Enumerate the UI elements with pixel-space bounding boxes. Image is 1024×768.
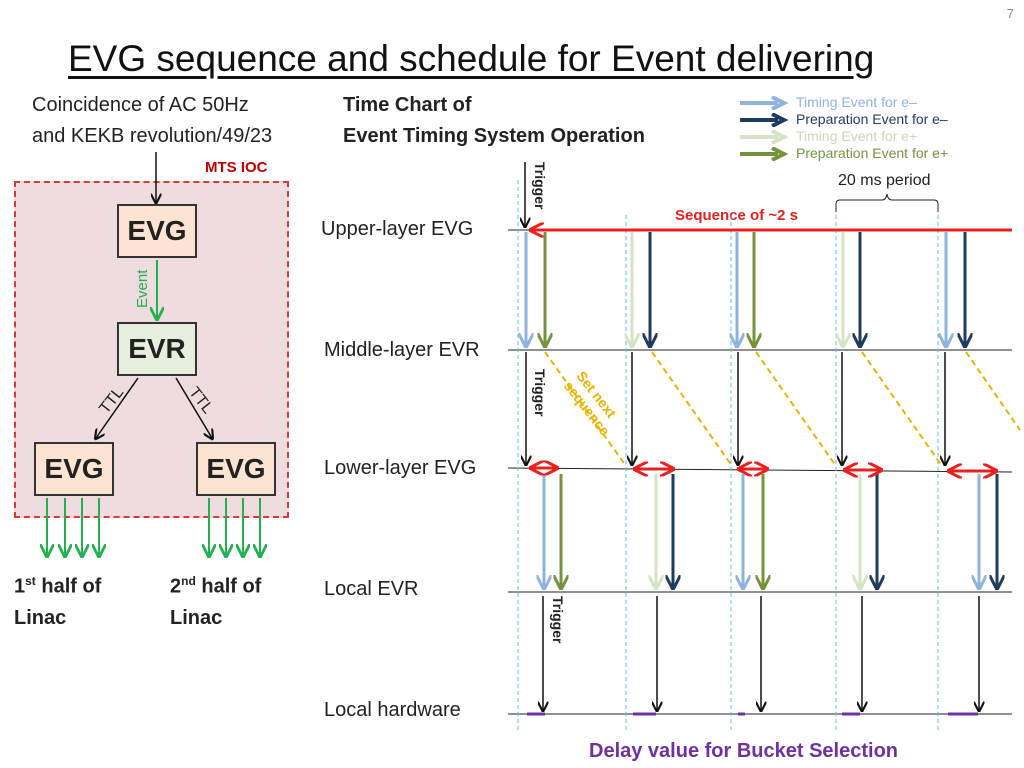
sequence-label: Sequence of ~2 s [675,207,798,224]
layer-label-local-hardware: Local hardware [324,699,461,721]
layer-label-upper-evg: Upper-layer EVG [321,218,474,240]
hierarchy-arrows [47,152,260,555]
legend-item: Timing Event for e+ [738,128,948,145]
legend-label: Preparation Event for e– [796,111,948,127]
legend-label: Timing Event for e+ [796,128,918,144]
layer-label-lower-evg: Lower-layer EVG [324,457,477,479]
left-evg-node: EVG [34,442,114,496]
slide-title: EVG sequence and schedule for Event deli… [68,38,875,79]
legend-arrow-icon [740,112,788,127]
period-bracket [835,193,939,212]
subtitle-left-line2: and KEKB revolution/49/23 [32,125,273,147]
legend-item: Preparation Event for e+ [738,145,948,162]
legend-item: Timing Event for e– [738,94,948,111]
subtitle-right-line1: Time Chart of [343,94,472,116]
legend-arrow-icon [740,146,788,161]
legend-arrow-icon [740,129,788,144]
evr-node: EVR [117,322,197,376]
right-linac-caption: 2nd half of Linac [170,574,262,629]
subtitle-left-line1: Coincidence of AC 50Hz [32,94,249,116]
legend-label: Timing Event for e– [796,94,917,110]
legend: Timing Event for e– Preparation Event fo… [738,94,948,162]
left-linac-caption: 1st half of Linac [14,574,102,629]
page-number: 7 [1006,6,1014,21]
subtitle-left: Coincidence of AC 50Hz and KEKB revoluti… [32,90,272,152]
period-label: 20 ms period [838,172,931,189]
right-evg-node: EVG [196,442,276,496]
trigger-arrows [525,162,979,710]
legend-label: Preparation Event for e+ [796,145,949,161]
legend-arrow-icon [740,95,788,110]
upper-event-arrows [526,232,965,345]
layer-lines [507,229,1013,715]
lower-event-arrows [544,474,997,587]
delay-label: Delay value for Bucket Selection [589,740,899,762]
layer-label-middle-evr: Middle-layer EVR [324,339,480,361]
layer-label-local-evr: Local EVR [324,578,419,600]
subtitle-right: Time Chart of Event Timing System Operat… [343,90,645,152]
delay-double-arrows [532,468,995,471]
subtitle-right-line2: Event Timing System Operation [343,125,645,147]
set-next-sequence-lines [544,351,1021,467]
legend-item: Preparation Event for e– [738,111,948,128]
mts-ioc-label: MTS IOC [205,159,268,176]
top-evg-node: EVG [117,204,197,258]
period-gridlines [517,180,939,730]
